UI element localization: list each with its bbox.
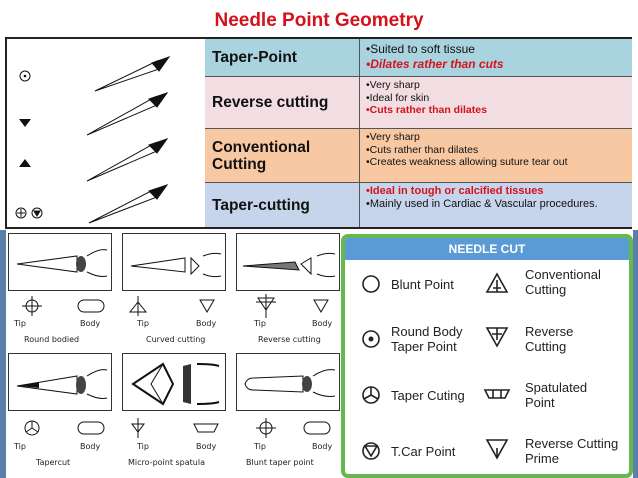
table-row-conventional-cutting: Conventional Cutting •Very sharp •Cuts r… bbox=[205, 129, 632, 183]
blunt-point-label: Blunt Point bbox=[391, 277, 454, 292]
bullet: •Ideal in tough or calcified tissues bbox=[366, 185, 544, 197]
reverse-cutting-prime-icon bbox=[485, 439, 509, 460]
bullet: •Very sharp bbox=[366, 79, 420, 91]
row-description: •Ideal in tough or calcified tissues •Ma… bbox=[362, 183, 632, 227]
bullet: •Suited to soft tissue bbox=[366, 42, 475, 56]
taper-point-needle-icon bbox=[94, 56, 171, 92]
conventional-cutting-needle-icon bbox=[86, 138, 169, 182]
round-body-taper-icon bbox=[362, 330, 380, 348]
needle-cut-header: NEEDLE CUT bbox=[345, 238, 629, 260]
row-name: Reverse cutting bbox=[205, 77, 360, 128]
taper-cutting-needle-icon bbox=[88, 184, 169, 224]
tcar-point-icon bbox=[362, 442, 380, 460]
reverse-cutting-label: Reverse Cutting bbox=[525, 324, 574, 354]
row-description: •Suited to soft tissue •Dilates rather t… bbox=[362, 39, 632, 76]
bullet: •Very sharp bbox=[366, 131, 420, 143]
blunt-point-icon bbox=[362, 275, 380, 293]
tip-label: Tip bbox=[137, 442, 149, 451]
reverse-cutting-needle-icon bbox=[86, 92, 169, 136]
body-label: Body bbox=[80, 319, 101, 328]
background-strip bbox=[0, 230, 6, 478]
row-name: Taper-Point bbox=[205, 39, 360, 76]
spatulated-point-label: Spatulated Point bbox=[525, 380, 588, 410]
panel-caption: Curved cutting bbox=[146, 335, 206, 344]
panel-caption: Micro-point spatula bbox=[128, 458, 205, 467]
round-cross-section-icon bbox=[19, 70, 31, 82]
tapercut-needle-drawing bbox=[8, 353, 112, 411]
micro-point-spatula-drawing bbox=[122, 353, 226, 411]
conventional-cutting-label: Conventional Cutting bbox=[525, 267, 601, 297]
taper-cuting-label: Taper Cuting bbox=[391, 388, 465, 403]
taper-cutting-icon bbox=[362, 386, 380, 404]
tip-label: Tip bbox=[137, 319, 149, 328]
reverse-cutting-prime-label: Reverse Cutting Prime bbox=[525, 436, 619, 466]
row-name: Taper-cutting bbox=[205, 183, 360, 227]
bullet: •Cuts rather than dilates bbox=[366, 104, 487, 116]
panel-caption: Round bodied bbox=[24, 335, 80, 344]
row-name: Conventional Cutting bbox=[205, 129, 360, 182]
needle-illustrations bbox=[7, 39, 203, 227]
panel-caption: Reverse cutting bbox=[258, 335, 321, 344]
row-description: •Very sharp •Cuts rather than dilates •C… bbox=[362, 129, 632, 182]
needle-cut-panel: NEEDLE CUT Blunt Point Conventi bbox=[341, 234, 633, 478]
table-row-reverse-cutting: Reverse cutting •Very sharp •Ideal for s… bbox=[205, 77, 632, 129]
conventional-cutting-cross-icon bbox=[19, 159, 31, 167]
tip-label: Tip bbox=[14, 319, 26, 328]
round-body-taper-point-label: Round Body Taper Point bbox=[391, 324, 463, 354]
row-description: •Very sharp •Ideal for skin •Cuts rather… bbox=[362, 77, 632, 128]
reverse-cutting-cross-icon bbox=[19, 119, 31, 127]
tip-label: Tip bbox=[14, 442, 26, 451]
tcar-point-label: T.Car Point bbox=[391, 444, 456, 459]
blunt-taper-point-drawing bbox=[236, 353, 340, 411]
cross-section-symbols-row2 bbox=[24, 418, 331, 438]
bullet: •Dilates rather than cuts bbox=[366, 57, 504, 71]
page-title: Needle Point Geometry bbox=[214, 10, 424, 31]
body-label: Body bbox=[312, 442, 333, 451]
reverse-cutting-icon bbox=[485, 327, 509, 348]
cross-section-symbols-row1 bbox=[22, 294, 329, 318]
body-label: Body bbox=[312, 319, 333, 328]
round-bodied-needle-drawing bbox=[8, 233, 112, 291]
curved-cutting-needle-drawing bbox=[122, 233, 226, 291]
spatulated-point-icon bbox=[483, 389, 511, 399]
reverse-cutting-needle-drawing bbox=[236, 233, 340, 291]
bullet: •Mainly used in Cardiac & Vascular proce… bbox=[366, 197, 598, 210]
taper-cutting-cross-icon bbox=[15, 207, 43, 219]
tip-label: Tip bbox=[254, 319, 266, 328]
body-label: Body bbox=[196, 319, 217, 328]
table-row-taper-cutting: Taper-cutting •Ideal in tough or calcifi… bbox=[205, 183, 632, 227]
body-label: Body bbox=[80, 442, 101, 451]
table-row-taper-point: Taper-Point •Suited to soft tissue •Dila… bbox=[205, 39, 632, 77]
panel-caption: Tapercut bbox=[36, 458, 71, 467]
bullet: •Ideal for skin bbox=[366, 91, 430, 104]
panel-caption: Blunt taper point bbox=[246, 458, 314, 467]
conventional-cutting-icon bbox=[485, 272, 509, 293]
background-strip bbox=[633, 230, 638, 478]
body-label: Body bbox=[196, 442, 217, 451]
bullet: •Creates weakness allowing suture tear o… bbox=[366, 156, 568, 168]
tip-label: Tip bbox=[254, 442, 266, 451]
bullet: •Cuts rather than dilates bbox=[366, 143, 479, 156]
needle-cut-icons bbox=[362, 272, 511, 460]
needle-point-table: Taper-Point •Suited to soft tissue •Dila… bbox=[5, 37, 632, 229]
